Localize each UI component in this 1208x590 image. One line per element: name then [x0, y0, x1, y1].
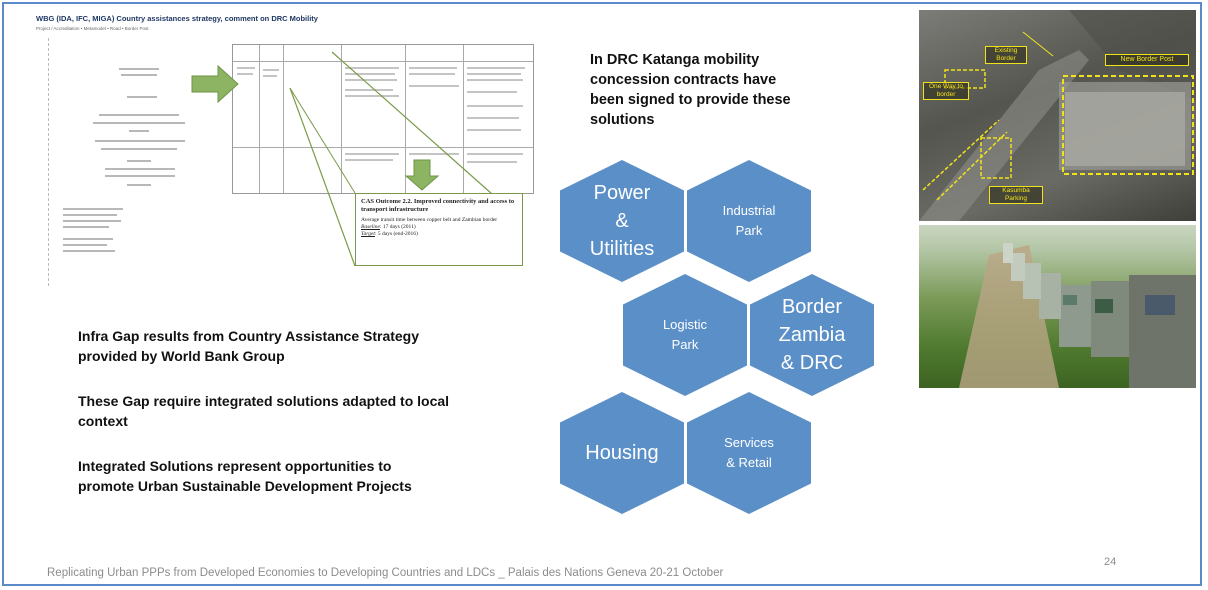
truck-queue-illustration — [959, 243, 1196, 388]
green-arrow-down-icon — [404, 159, 440, 191]
document-subtitle: Project / Accreditation • Metamodel • Ro… — [36, 26, 149, 31]
truck-queue-photo — [919, 225, 1196, 388]
paragraph-integrated-solutions: These Gap require integrated solutions a… — [78, 393, 450, 429]
document-title: WBG (IDA, IFC, MIGA) Country assistances… — [36, 14, 318, 23]
hex-power-utilities: Power&Utilities — [560, 160, 684, 282]
callout-description: Average transit time between copper belt… — [361, 217, 498, 223]
paragraph-opportunities: Integrated Solutions represent opportuni… — [78, 458, 412, 494]
hex-services-retail: Services& Retail — [687, 392, 811, 514]
callout-connectors — [191, 51, 493, 267]
callout-baseline: Baseline: 17 days (2011) — [361, 224, 416, 230]
callout-title: CAS Outcome 2.2. Improved connectivity a… — [361, 198, 515, 213]
callout-target: Target: 5 days (end-2016) — [361, 231, 418, 237]
footer-text: Replicating Urban PPPs from Developed Ec… — [47, 567, 724, 579]
document-cover-page — [48, 38, 249, 286]
solutions-heading: In DRC Katanga mobility concession contr… — [590, 52, 791, 128]
green-arrow-right-icon — [191, 64, 239, 104]
page-number: 24 — [1104, 556, 1117, 568]
aerial-annotations — [919, 10, 1196, 221]
document-thumbnail: WBG (IDA, IFC, MIGA) Country assistances… — [32, 12, 537, 295]
cas-outcome-callout: CAS Outcome 2.2. Improved connectivity a… — [355, 193, 523, 266]
hex-housing: Housing — [560, 392, 684, 514]
label-new-border-post: New Border Post — [1105, 54, 1189, 66]
paragraph-infra-gap: Infra Gap results from Country Assistanc… — [78, 328, 420, 364]
